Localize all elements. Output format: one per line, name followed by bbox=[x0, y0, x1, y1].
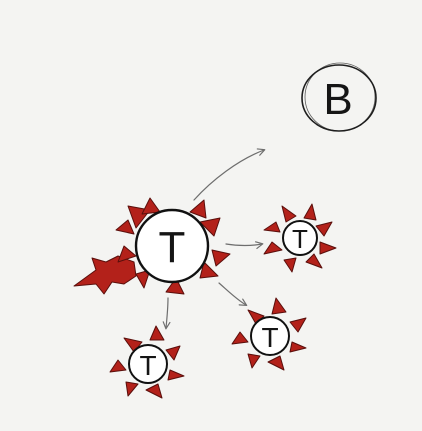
t-cell-right: T bbox=[264, 204, 336, 272]
b-cell-label: B bbox=[323, 75, 352, 124]
arrow-to-b-cell bbox=[194, 150, 264, 200]
t-cell-main: T bbox=[74, 198, 230, 294]
arrow-to-t-cell-lower-right bbox=[219, 283, 246, 305]
t-cell-bottom-label: T bbox=[139, 350, 156, 381]
arrow-to-t-cell-right bbox=[226, 244, 262, 246]
arrow-to-t-cell-bottom bbox=[166, 298, 168, 328]
t-cell-lower-right-label: T bbox=[261, 322, 278, 353]
t-cell-lower-right: T bbox=[232, 298, 306, 370]
t-cell-right-label: T bbox=[292, 224, 308, 254]
t-cell-main-label: T bbox=[159, 223, 186, 272]
t-cell-main-left-blob bbox=[74, 256, 136, 294]
b-cell: B bbox=[302, 63, 376, 131]
t-cell-bottom: T bbox=[110, 326, 184, 398]
